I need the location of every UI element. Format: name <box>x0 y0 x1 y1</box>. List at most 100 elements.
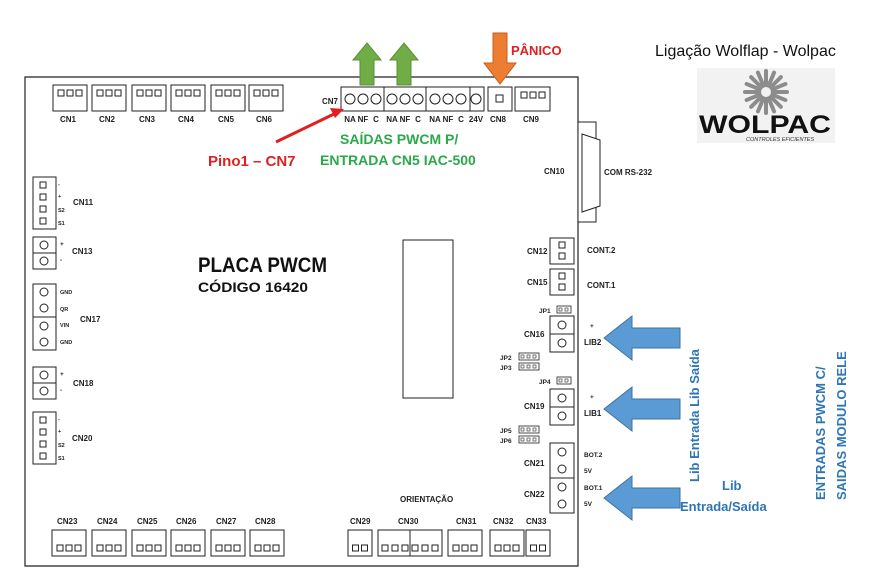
cn11-pin-label: + <box>58 194 61 200</box>
cn7-pin-label: NA <box>344 115 356 124</box>
bottom-connector-pin <box>136 544 144 552</box>
jumper-pin <box>526 364 531 369</box>
cn17-pin <box>39 287 49 297</box>
bottom-connector-pin <box>154 544 162 552</box>
bottom-connector-pin <box>381 544 389 552</box>
cn22-top: BOT.1 <box>584 485 603 492</box>
emblem-ray <box>749 94 764 109</box>
pin1-label: Pino1 – CN7 <box>208 153 296 170</box>
bottom-connector-pin <box>224 544 232 552</box>
top-connector-label: CN5 <box>218 115 235 124</box>
cn7-pin <box>442 93 454 105</box>
bottom-connector-pin <box>193 544 201 552</box>
jumper-pin <box>532 364 537 369</box>
cn7-pin <box>470 93 482 105</box>
top-connector-label: CN1 <box>60 115 77 124</box>
bottom-connector-label: CN26 <box>176 517 197 526</box>
cn13-pin <box>39 240 49 250</box>
cn11-pin <box>39 217 47 225</box>
cn7-pin <box>344 93 356 105</box>
bottom-connector-pin <box>401 544 409 552</box>
top-connector-pin <box>57 89 65 97</box>
cn15-label: CN15 <box>527 278 548 287</box>
jumper-outline <box>556 305 572 314</box>
top-connector-pin <box>253 89 261 97</box>
cn21-cn22-connector: CN21 CN22 BOT.2 5V BOT.1 5V <box>524 442 603 514</box>
emblem-ray <box>769 81 788 92</box>
cn7-pin <box>386 93 398 105</box>
cn8-connector: CN8 <box>487 86 513 124</box>
inputs-label-line1: ENTRADAS PWCM C/ <box>813 366 828 500</box>
bottom-connector-outline <box>525 529 551 557</box>
emblem-ray <box>768 94 783 109</box>
cn15-desc: CONT.1 <box>587 281 616 290</box>
jumper-pin <box>526 354 531 359</box>
cn18-connector: + - CN18 <box>32 366 94 400</box>
cn21-pin <box>557 447 567 457</box>
jumper-pin <box>564 307 569 312</box>
bottom-connector-pin <box>114 544 122 552</box>
logo-emblem-icon <box>743 69 789 115</box>
cn18-pin-label: - <box>60 387 62 394</box>
bottom-connector-pin <box>56 544 64 552</box>
board-outline <box>24 76 579 567</box>
cn15-pin <box>558 283 566 291</box>
bottom-connector-pin <box>452 544 460 552</box>
cn11-outline <box>32 176 57 230</box>
outputs-label-line2: ENTRADA CN5 IAC-500 <box>320 152 476 168</box>
emblem-ray <box>744 92 763 103</box>
bottom-connector-outline <box>91 529 127 557</box>
bottom-connector-pin <box>145 544 153 552</box>
top-connector-pin <box>175 89 183 97</box>
cn12-pin <box>558 241 566 249</box>
bottom-connector-outline <box>249 529 285 557</box>
bottom-connector-pin <box>470 544 478 552</box>
bottom-connector-pin <box>539 544 546 552</box>
cn19-plus: + <box>590 394 594 401</box>
jumper-label: JP3 <box>500 365 512 372</box>
orientation-label: ORIENTAÇÃO <box>400 495 453 504</box>
emblem-ray <box>755 70 766 89</box>
jumper-pin <box>532 354 537 359</box>
pin1-arrow-head-icon <box>330 108 344 118</box>
cn19-desc: LIB1 <box>584 409 602 418</box>
blue-left-arrow-icon <box>603 314 681 362</box>
cn17-connector: GND QR VIN GND CN17 <box>32 283 101 351</box>
bottom-connector-pin <box>431 544 439 552</box>
bottom-connector-outline <box>131 529 167 557</box>
bottom-connector-pin <box>184 544 192 552</box>
cn7-pin-label: NF <box>443 115 454 124</box>
bottom-connector-pin <box>233 544 241 552</box>
cn12-label: CN12 <box>527 247 548 256</box>
cn15-connector: CN15 CONT.1 <box>527 268 616 296</box>
cn21-bottom: 5V <box>584 468 593 475</box>
cn7-pin <box>357 93 369 105</box>
jumper-label: JP6 <box>500 438 512 445</box>
cn12-desc: CONT.2 <box>587 246 616 255</box>
top-connector-pin <box>105 89 113 97</box>
bottom-connector-label: CN33 <box>526 517 547 526</box>
cn22-pin <box>557 482 567 492</box>
jumper-pin <box>520 364 525 369</box>
jumper-pin <box>532 427 537 432</box>
cn19-connector: CN19 + LIB1 <box>524 388 602 426</box>
top-connector-pin <box>154 89 162 97</box>
pin1-arrow-line <box>275 112 335 144</box>
top-connector-outline <box>131 84 167 112</box>
lib-label-line1: Lib <box>722 478 742 493</box>
cn17-pin <box>39 303 49 313</box>
bottom-connector-pin <box>361 544 368 552</box>
bottom-connector-label: CN23 <box>57 517 78 526</box>
cn7-pin-label: NA <box>429 115 441 124</box>
jumper-outline <box>556 376 572 385</box>
cn12-connector: CN12 CONT.2 <box>527 237 616 265</box>
bottom-connector-pin <box>530 544 537 552</box>
cn7-pin-label: NA <box>386 115 398 124</box>
bottom-connector-pin <box>263 544 271 552</box>
cn7-pin-label: NF <box>358 115 369 124</box>
cn20-pin <box>39 452 47 460</box>
jumper-pin <box>520 437 525 442</box>
